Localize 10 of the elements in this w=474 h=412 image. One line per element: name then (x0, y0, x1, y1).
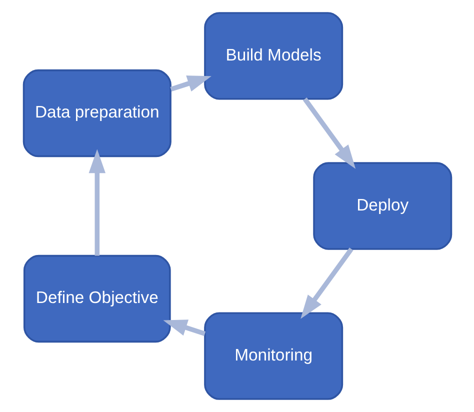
arrow (300, 248, 353, 319)
arrow (170, 76, 211, 92)
node-box: Build Models (204, 12, 343, 100)
arrow (162, 320, 206, 336)
node-box: Data preparation (22, 69, 171, 158)
arrow (302, 98, 356, 169)
node-box: Deploy (312, 162, 452, 250)
node-box: Monitoring (204, 312, 343, 400)
node-box: Define Objective (22, 254, 170, 343)
arrow (88, 149, 106, 256)
